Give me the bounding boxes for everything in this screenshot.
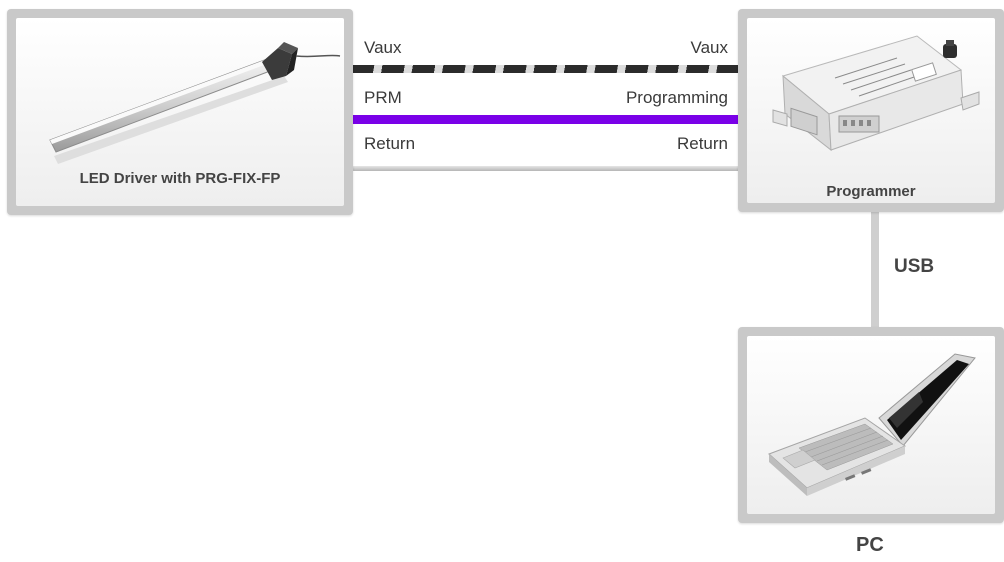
programmer-caption: Programmer [826,183,916,200]
vaux-wire [352,65,740,73]
vaux-right-label: Vaux [690,38,729,57]
usb-cable [871,210,879,330]
programmer-box: Programmer [738,9,1004,212]
led-driver-caption: LED Driver with PRG-FIX-FP [79,170,281,187]
vaux-left-label: Vaux [364,38,402,57]
return-left-label: Return [364,134,416,153]
usb-label: USB [894,256,935,277]
programmer-image [772,35,980,152]
pc-caption: PC [856,534,884,556]
programming-wire [352,115,740,124]
wire-bundle [352,60,740,178]
led-driver-image [49,42,341,164]
prm-left-label: PRM [364,88,402,107]
led-driver-box: LED Driver with PRG-FIX-FP [7,9,353,215]
pc-box [738,327,1004,523]
laptop-image [768,353,976,496]
programming-right-label: Programming [625,88,728,107]
return-wire [352,166,740,171]
return-right-label: Return [676,134,728,153]
